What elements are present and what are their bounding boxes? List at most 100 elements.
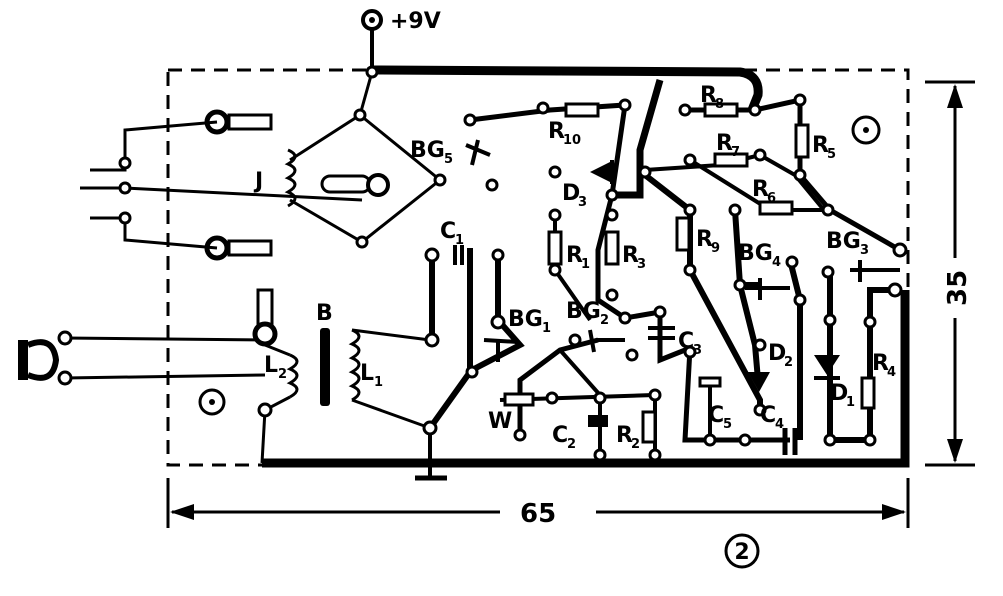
svg-text:2: 2 [631,437,640,452]
width-dimension: 65 [520,499,556,529]
svg-text:10: 10 [563,133,581,148]
svg-text:5: 5 [827,147,836,162]
svg-text:2: 2 [567,437,576,452]
svg-text:3: 3 [693,343,702,358]
bg2-emitter-trace [517,337,599,435]
r7-body [713,152,749,168]
label-R3: R 3 [622,243,646,272]
svg-text:7: 7 [731,145,740,160]
r6-body [758,200,794,216]
label-R10: R 10 [548,119,581,148]
label-R8: R 8 [700,83,724,112]
svg-text:4: 4 [772,255,781,270]
label-BG1: BG 1 [508,307,551,336]
svg-text:R: R [566,243,583,268]
r1-body [547,230,563,266]
svg-text:2: 2 [278,367,287,382]
svg-text:BG: BG [508,307,543,332]
earpiece-pad-1 [57,330,73,346]
svg-text:BG: BG [566,299,601,324]
l1-leads [351,328,431,430]
svg-text:R: R [696,227,713,252]
bg2-symbol [588,329,625,353]
label-R7: R 7 [716,131,740,160]
r10-body [564,102,600,118]
label-R5: R 5 [812,133,836,162]
svg-text:C: C [552,423,568,448]
figure-number: 2 [734,540,749,565]
label-R4: R 4 [872,351,896,380]
output-traces [787,259,900,443]
supply-terminal-dot [369,17,375,23]
c5-body [698,376,722,388]
svg-text:3: 3 [637,257,646,272]
label-BG3: BG 3 [826,229,869,258]
svg-text:1: 1 [542,321,551,336]
c1-plates [453,245,464,265]
jack-body [320,174,372,194]
svg-text:R: R [716,131,733,156]
r4-body [860,376,876,410]
svg-text:5: 5 [444,152,453,167]
label-C3: C 3 [678,329,702,358]
label-W: W [488,409,512,434]
label-J: J [253,169,263,194]
bg3-symbol [850,260,900,282]
svg-text:4: 4 [887,365,896,380]
svg-text:5: 5 [723,417,732,432]
height-dimension: 35 [943,270,973,306]
label-D1: D 1 [830,381,855,410]
svg-text:C: C [678,329,694,354]
antenna-post [256,288,274,327]
svg-text:3: 3 [578,195,587,210]
earpiece-icon [26,339,60,381]
r2-body [641,410,657,444]
label-BG4: BG 4 [738,241,781,270]
svg-text:D: D [830,381,848,406]
label-C4: C 4 [760,403,784,432]
label-C1: C 1 [440,219,464,248]
input-pad-3 [118,211,132,225]
label-BG5: BG 5 [410,138,453,167]
figure-number-circle [724,533,760,569]
height-dim-extensions [925,80,975,467]
label-C2: C 2 [552,423,576,452]
bg1-symbol [483,338,519,362]
label-B: B [316,301,333,326]
label-D2: D 2 [768,341,793,370]
svg-text:C: C [440,219,456,244]
svg-text:3: 3 [860,243,869,258]
c2-body [588,415,608,427]
svg-text:BG: BG [826,229,861,254]
w-potentiometer-body [503,392,535,407]
svg-text:L: L [264,353,278,378]
mount-hole-left-dot [209,399,215,405]
svg-text:R: R [548,119,565,144]
svg-text:9: 9 [711,241,720,256]
supply-label: +9V [390,9,441,34]
svg-text:R: R [622,243,639,268]
svg-text:BG: BG [738,241,773,266]
label-R6: R 6 [752,177,776,206]
signal-trace-a [469,102,790,443]
label-R9: R 9 [696,227,720,256]
earpiece-pad-2 [57,370,73,386]
mount-hole-right-dot [863,127,869,133]
svg-text:R: R [752,177,769,202]
d2-symbol [748,372,770,392]
svg-text:R: R [872,351,889,376]
antenna-pad [252,321,278,347]
svg-text:1: 1 [846,395,855,410]
c3-plates [648,326,675,340]
svg-text:1: 1 [374,375,383,390]
earpiece-wires [64,336,266,380]
label-R1: R 1 [566,243,590,272]
svg-text:1: 1 [455,233,464,248]
mount-tab-lower [227,239,273,257]
svg-text:1: 1 [581,257,590,272]
c4-plates [782,428,798,455]
l2-pad [257,402,273,418]
svg-text:2: 2 [784,355,793,370]
